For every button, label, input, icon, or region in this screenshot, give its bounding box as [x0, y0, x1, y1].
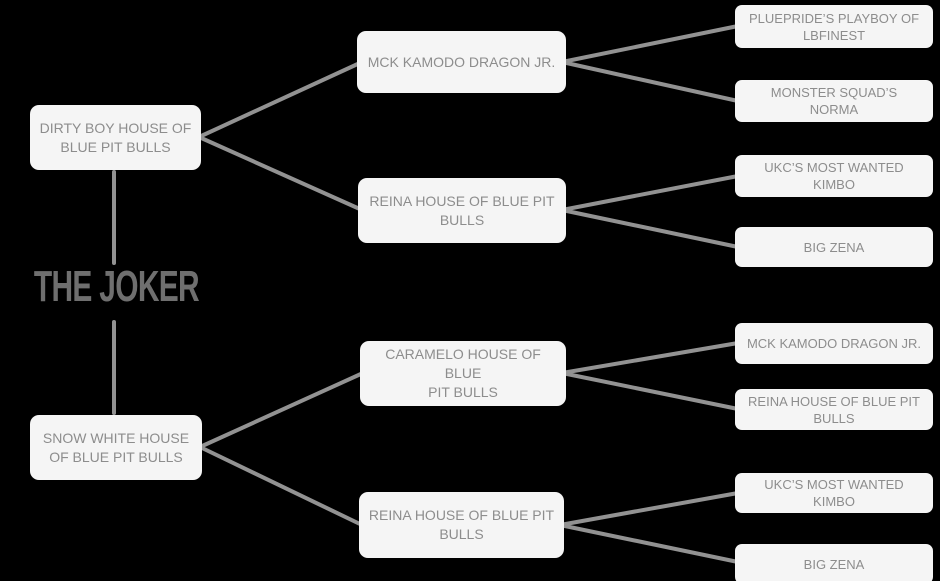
- edge-dam-to-dam-dam: [198, 445, 364, 527]
- node-sire-dam-dam: BIG ZENA: [735, 227, 933, 267]
- node-sire-sire-dam: MONSTER SQUAD’S NORMA: [735, 80, 933, 122]
- subject-name-label: THE JOKER: [33, 262, 199, 311]
- edge-sire-dam-to-sds: [560, 174, 740, 212]
- edge-sire-sire-to-sss: [560, 24, 740, 64]
- node-dam: SNOW WHITE HOUSE OF BLUE PIT BULLS: [30, 415, 202, 480]
- subject-name: THE JOKER: [30, 262, 202, 311]
- edge-dam-dam-to-ddd: [558, 523, 740, 564]
- node-dam-dam: REINA HOUSE OF BLUE PIT BULLS: [359, 492, 564, 558]
- edge-sire-to-sire-dam: [197, 135, 364, 212]
- node-dam-dam-dam: BIG ZENA: [735, 544, 933, 581]
- node-sire-sire-sire: PLUEPRIDE’S PLAYBOY OF LBFINEST: [735, 5, 933, 48]
- edge-sire-to-sire-sire: [197, 60, 364, 139]
- edge-sire-sire-to-ssd: [560, 60, 740, 103]
- edge-dam-to-dam-sire: [198, 371, 365, 449]
- node-sire-dam: REINA HOUSE OF BLUE PIT BULLS: [358, 178, 566, 243]
- edge-dam-sire-to-dsd: [560, 371, 740, 411]
- node-sire: DIRTY BOY HOUSE OF BLUE PIT BULLS: [30, 105, 201, 170]
- node-dam-sire-sire: MCK KAMODO DRAGON JR.: [735, 323, 933, 364]
- edge-sire-dam-to-sdd: [560, 208, 740, 249]
- edge-dam-sire-to-dss: [560, 341, 740, 375]
- node-dam-sire-dam: REINA HOUSE OF BLUE PIT BULLS: [735, 389, 933, 430]
- node-dam-dam-sire: UKC’S MOST WANTED KIMBO: [735, 473, 933, 513]
- node-sire-sire: MCK KAMODO DRAGON JR.: [357, 31, 566, 93]
- edge-dam-dam-to-dds: [558, 491, 740, 527]
- node-sire-dam-sire: UKC’S MOST WANTED KIMBO: [735, 155, 933, 197]
- node-dam-sire: CARAMELO HOUSE OF BLUE PIT BULLS: [360, 341, 566, 406]
